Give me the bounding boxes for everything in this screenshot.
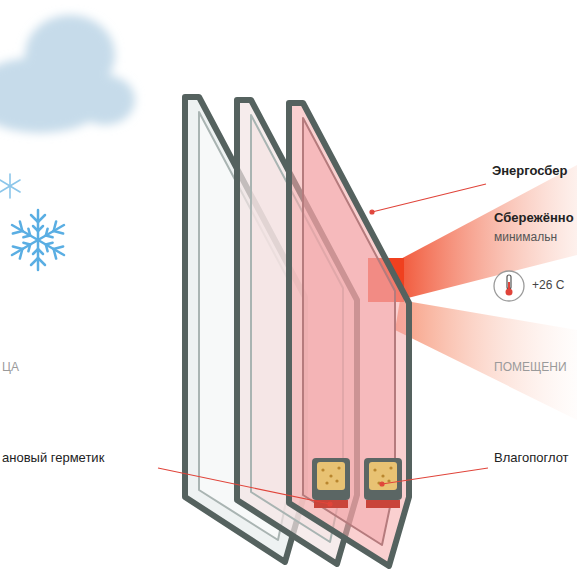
leader-lines (158, 184, 488, 506)
zone-name: ЦА (2, 361, 19, 375)
glass-panes (185, 97, 409, 566)
part-name: Влагопоглот (494, 451, 569, 466)
part-name: Энергосбер (492, 164, 568, 179)
snowflake-small (0, 174, 20, 198)
snowflake (9, 210, 68, 270)
zone-name: ПОМЕЩЕНИ (494, 361, 567, 375)
part-name: ановый герметик (2, 451, 104, 466)
feature-note: минимальн (494, 231, 557, 245)
feature-title: Сбережённо (494, 211, 574, 226)
temperature-value: +26 С (532, 279, 564, 293)
thermometer-icon (494, 271, 524, 301)
cloud (0, 15, 135, 133)
